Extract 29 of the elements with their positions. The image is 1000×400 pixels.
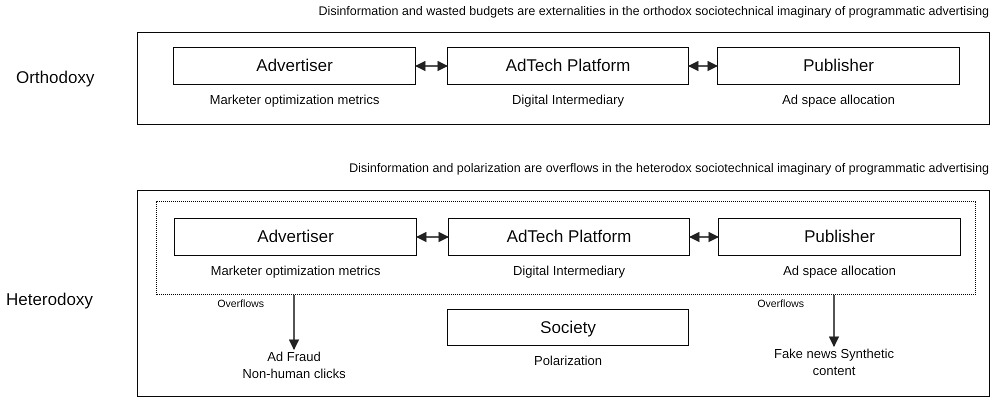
group-heading: Disinformation and wasted budgets are externalities in the orthodox sociotechnical imaginary of programmatic advertising	[318, 4, 989, 18]
outcome-text: Ad Fraud Non-human clicks	[239, 349, 349, 387]
box-title: Advertiser	[256, 227, 335, 247]
box-title: Society	[539, 318, 597, 338]
arrow	[688, 60, 718, 72]
box-caption: Polarization	[533, 353, 603, 368]
edge-label: Overflows	[217, 298, 264, 310]
box-caption: Digital Intermediary	[512, 263, 626, 278]
box-title: Advertiser	[255, 56, 334, 76]
arrow	[416, 232, 450, 242]
box-caption: Marketer optimization metrics	[210, 263, 382, 278]
edge-label: Overflows	[757, 298, 804, 310]
box-title: AdTech Platform	[504, 56, 632, 76]
box-title: Publisher	[803, 227, 876, 247]
side-label: Heterodoxy	[6, 290, 93, 310]
box-caption: Digital Intermediary	[511, 92, 625, 107]
dotted-group-box	[156, 201, 976, 295]
outcome-text: Fake news Synthetic content	[774, 346, 894, 384]
box-caption: Marketer optimization metrics	[208, 92, 380, 107]
box-title: Publisher	[802, 56, 875, 76]
arrow	[288, 295, 300, 350]
group-heading: Disinformation and polarization are overflows in the heterodox sociotechnical imaginary of programmatic advertising	[349, 161, 989, 175]
arrow	[414, 60, 448, 72]
arrow	[688, 232, 720, 242]
side-label: Orthodoxy	[16, 68, 94, 88]
arrow	[828, 295, 840, 348]
box-title: AdTech Platform	[506, 227, 632, 247]
box-caption: Ad space allocation	[782, 263, 897, 278]
box-caption: Ad space allocation	[781, 92, 896, 107]
